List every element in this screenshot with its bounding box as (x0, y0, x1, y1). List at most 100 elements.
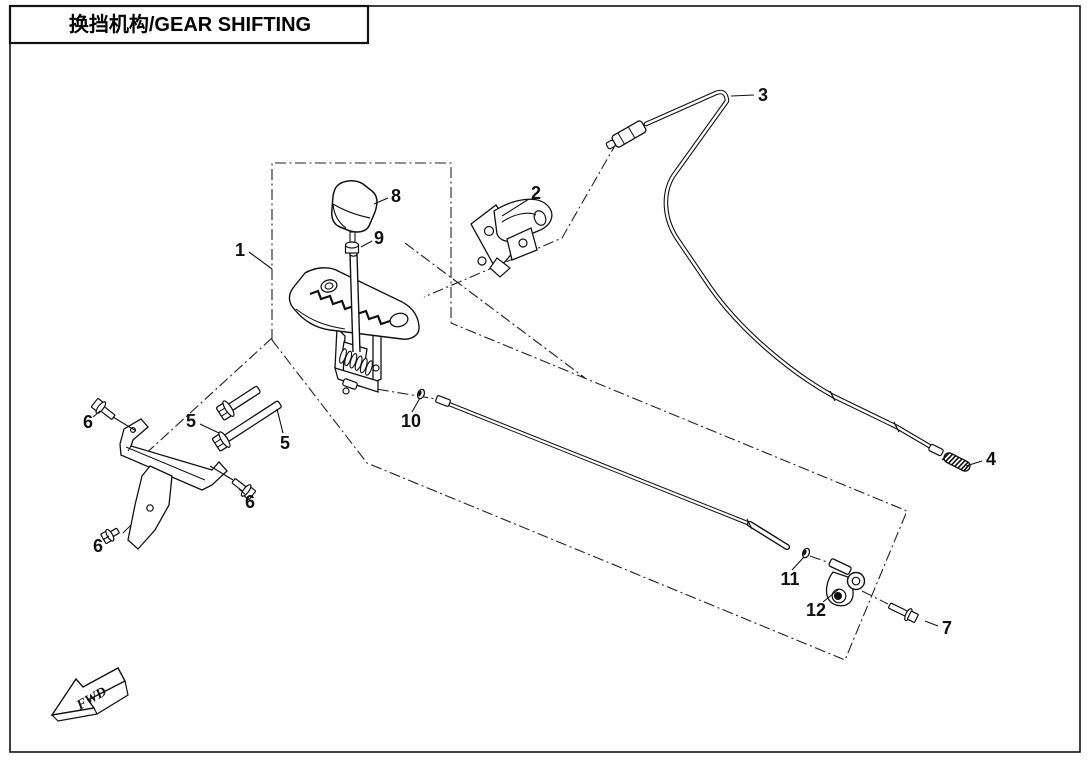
clamp-body (334, 367, 379, 393)
leader-12 (822, 588, 840, 603)
fwd-arrow-extrusion (51, 680, 129, 722)
page-title: 换挡机构/GEAR SHIFTING (69, 12, 311, 36)
cable-lower-tip (928, 443, 944, 457)
callout-7: 7 (942, 618, 952, 638)
bolt-head (907, 610, 919, 623)
return-spring (339, 348, 373, 376)
cable-alignment-line (423, 141, 618, 298)
knob-stud (349, 231, 356, 244)
lever-right-arm (372, 330, 382, 385)
joint-ball (834, 592, 842, 600)
rod-core (447, 402, 752, 526)
cable-threaded-end (941, 451, 971, 472)
bolt-flange (218, 431, 231, 448)
bracket-strip (119, 418, 228, 491)
rod-end-core (748, 522, 789, 549)
lever-shaft (349, 253, 361, 353)
leader-4 (965, 460, 983, 467)
part1-boundary-box (271, 162, 452, 340)
nut-top (344, 241, 360, 249)
leader-5a (199, 423, 220, 434)
callout-6a: 6 (83, 412, 93, 432)
joint-eye-hole (851, 576, 861, 586)
shift-rod-assembly (416, 388, 919, 623)
leader-8 (373, 197, 389, 205)
bolt6b-pointer (209, 465, 234, 481)
channel-bore (533, 210, 547, 226)
rod-nut-10 (416, 388, 426, 400)
bracket-lower-tab (489, 257, 511, 278)
leader-7 (924, 620, 939, 627)
flange-bolt-7 (888, 602, 919, 623)
callout-10: 10 (401, 411, 421, 431)
leader-10 (411, 397, 421, 413)
leader-3 (730, 94, 755, 97)
plate-edge-line (295, 308, 346, 330)
bracket-hole (146, 504, 154, 512)
callout-9: 9 (374, 228, 384, 248)
nut-bore (418, 390, 422, 397)
cable-end-fitting (605, 120, 647, 150)
leader-lines (92, 94, 983, 627)
shift-lever-assembly (288, 180, 420, 395)
spring-coil (365, 360, 373, 376)
bracket-strip-edge (125, 445, 206, 481)
shift-knob (331, 180, 378, 233)
callout-8: 8 (391, 186, 401, 206)
callout-3: 3 (758, 85, 768, 105)
thread-hatch (941, 451, 971, 472)
callout-labels: 1 2 3 4 5 5 6 6 6 7 8 9 10 11 12 (83, 85, 996, 638)
bracket-hole-upper (483, 225, 495, 237)
shift-cable (605, 89, 971, 472)
tip-body (928, 443, 944, 457)
projection-plane-outline (271, 322, 908, 661)
cable-sheath-joints (829, 390, 900, 433)
bracket-alignment-line (140, 337, 273, 459)
leader-9 (360, 240, 373, 248)
title-box (8, 4, 370, 45)
leader-2 (501, 198, 530, 217)
nut-bore (803, 549, 807, 556)
fwd-arrow: FWD (50, 667, 129, 722)
leader-5b (276, 408, 284, 434)
callout-4: 4 (986, 449, 996, 469)
bracket-hole-lower (477, 256, 487, 266)
callout-1: 1 (235, 240, 245, 260)
callout-11: 11 (780, 569, 799, 589)
fwd-arrow-face (50, 667, 126, 716)
bolt-flange (95, 401, 107, 414)
leader-1 (248, 251, 273, 270)
leader-6a (92, 410, 101, 418)
callout-6b: 6 (245, 492, 255, 512)
leader-11 (791, 556, 805, 571)
leader-6b (238, 488, 247, 496)
clamp-pin-end (342, 387, 350, 395)
bolt-flange (222, 400, 235, 417)
plate-hole-right (389, 312, 409, 328)
title-block: 换挡机构/GEAR SHIFTING (8, 4, 370, 45)
page-border (9, 5, 1081, 753)
side-bolt (372, 364, 380, 372)
plate-hole-left-inner (324, 282, 334, 290)
hex-bolt-5a (215, 385, 261, 421)
callout-5a: 5 (186, 411, 196, 431)
leader-6c (102, 535, 110, 541)
shift-knob-face (332, 203, 371, 229)
mounting-bracket (119, 418, 228, 550)
hex-bolt-5b (211, 400, 282, 452)
rod-joint-line (746, 518, 753, 530)
joint-stud (828, 558, 852, 575)
fitting-tip (605, 139, 616, 150)
rod-end-axis (809, 555, 889, 605)
fitting-body (611, 120, 647, 148)
rod-sleeve (435, 395, 451, 407)
callout-6c: 6 (93, 536, 103, 556)
bracket-mid-hole (518, 238, 528, 248)
callout-5b: 5 (280, 433, 290, 453)
cable-outline (643, 89, 934, 450)
pin-body (342, 378, 358, 390)
sleeve-body (435, 395, 451, 407)
ball-joint-12 (825, 558, 866, 607)
